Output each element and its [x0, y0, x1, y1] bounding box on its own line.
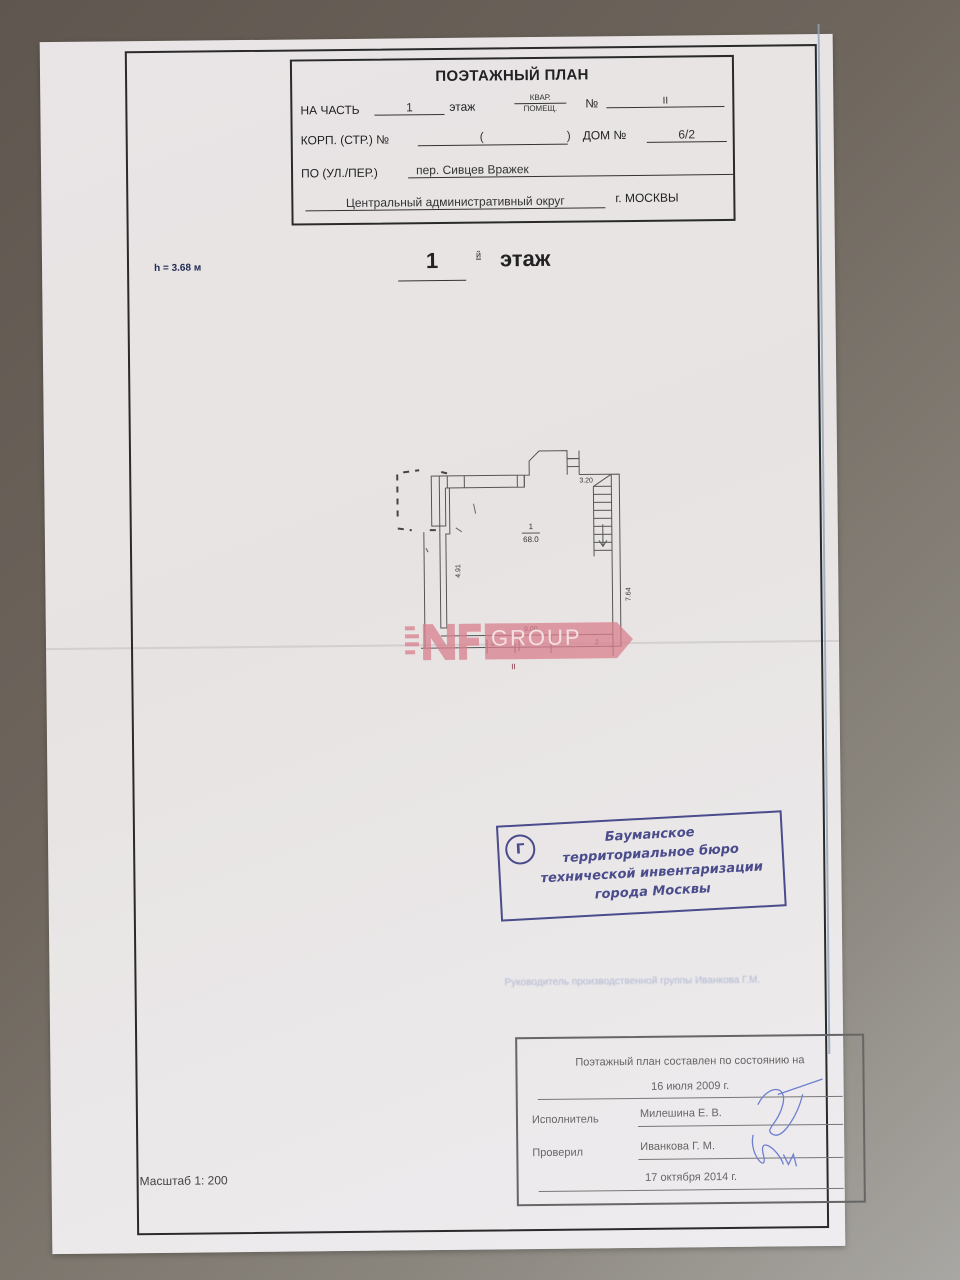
watermark: GROUP: [404, 618, 635, 662]
district-value: Центральный административный округ: [305, 193, 606, 212]
building-close-paren: ): [566, 128, 571, 143]
part-label: НА ЧАСТЬ: [300, 102, 360, 118]
building-open-paren: (: [479, 129, 484, 144]
building-label: КОРП. (СТР.) №: [300, 132, 390, 148]
floor-suffix: й: [475, 249, 482, 260]
bti-stamp: Г Бауманское территориальное бюро технич…: [495, 810, 787, 922]
house-label: ДОМ №: [582, 128, 627, 143]
document-title: ПОЭТАЖНЫЙ ПЛАН: [435, 66, 589, 86]
document-sheet: ПОЭТАЖНЫЙ ПЛАН НА ЧАСТЬ 1 этаж КВАР. ПОМ…: [39, 24, 866, 1255]
apt-fraction-bottom: ПОМЕЩ.: [523, 103, 558, 114]
building-value-line: ( ): [417, 128, 571, 147]
watermark-logo-icon: [404, 622, 633, 661]
signature-scribble-icon: [751, 1078, 823, 1167]
checker-label: Проверил: [532, 1146, 584, 1160]
floor-number-field: 1: [397, 247, 467, 282]
marker-II: II: [511, 662, 516, 671]
dim-left: 4.91: [455, 564, 462, 578]
house-value: 6/2: [646, 126, 727, 143]
title-block: ПОЭТАЖНЫЙ ПЛАН НА ЧАСТЬ 1 этаж КВАР. ПОМ…: [289, 54, 736, 226]
ceiling-height: h = 3.68 м: [153, 262, 202, 274]
executor-label: Исполнитель: [531, 1113, 599, 1127]
floor-number: 1: [425, 248, 439, 274]
room-area: 68.0: [523, 535, 539, 544]
divider: [538, 1187, 844, 1193]
scale-label: Масштаб 1: 200: [139, 1173, 228, 1189]
floor-label: этаж: [449, 99, 476, 114]
room-number: 1: [529, 522, 534, 531]
executor-name: Милешина Е. В.: [639, 1107, 722, 1120]
state-heading: Поэтажный план составлен по состоянию на: [575, 1054, 805, 1069]
city-value: г. МОСКВЫ: [615, 190, 679, 206]
floor-word: этаж: [499, 245, 551, 272]
street-label: ПО (УЛ./ПЕР.): [300, 165, 378, 181]
number-value: II: [606, 95, 725, 109]
watermark-suffix: GROUP: [490, 624, 582, 651]
dim-right: 7.64: [625, 587, 632, 601]
checker-name: Иванкова Г. М.: [640, 1140, 716, 1153]
apt-fraction-top: КВАР.: [514, 92, 567, 105]
part-value: 1: [374, 99, 445, 116]
floor-plan: 1 68.0 3.20 4.91 7.64 9.00 3 2 II GROUP: [389, 446, 651, 679]
signature-block: Поэтажный план составлен по состоянию на…: [515, 1033, 866, 1207]
apt-fraction: КВАР. ПОМЕЩ.: [514, 92, 567, 114]
number-label: №: [585, 96, 599, 111]
dim-top: 3.20: [579, 477, 593, 484]
street-value: пер. Сивцев Вражек: [407, 159, 735, 179]
